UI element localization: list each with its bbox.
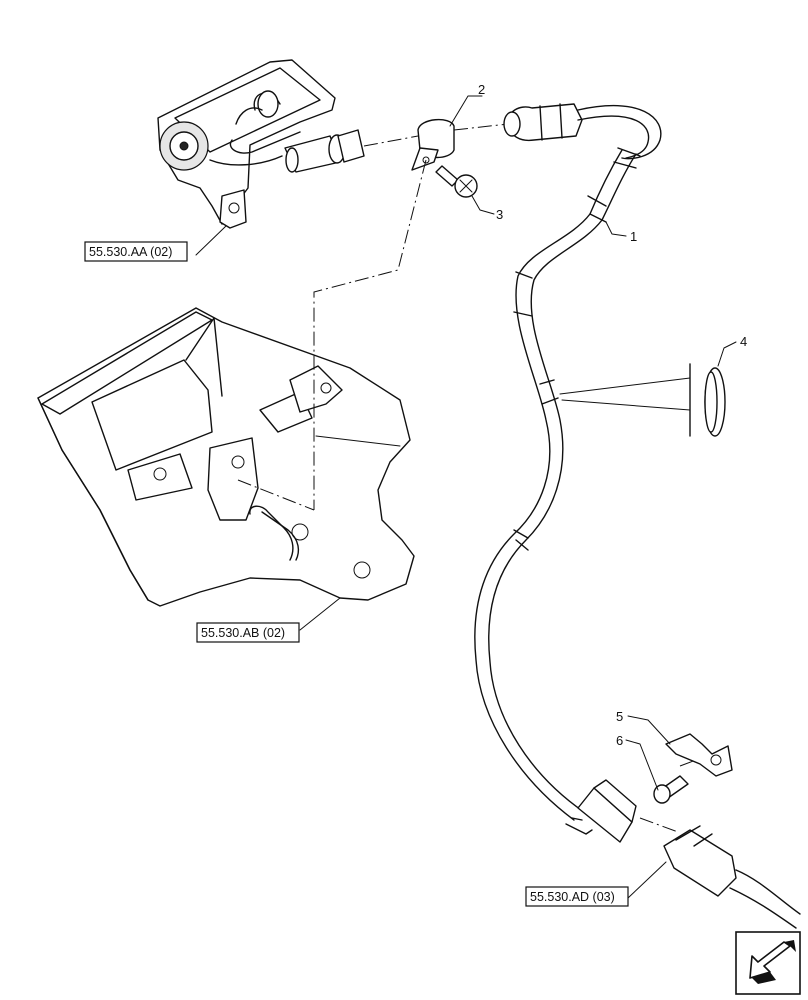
reference-box-aa[interactable]: 55.530.AA (02) <box>84 241 188 262</box>
leader-lines <box>195 95 737 899</box>
callout-6: 6 <box>616 733 623 748</box>
reference-box-ad[interactable]: 55.530.AD (03) <box>525 886 629 907</box>
callout-2: 2 <box>478 82 485 97</box>
clamp-part <box>665 733 733 777</box>
reference-box-ab[interactable]: 55.530.AB (02) <box>196 622 300 643</box>
reference-ad-label: 55.530.AD (03) <box>530 890 615 904</box>
wire-harness <box>474 103 691 843</box>
screw-part <box>435 165 478 198</box>
reference-ab-label: 55.530.AB (02) <box>201 626 285 640</box>
callout-5: 5 <box>616 709 623 724</box>
callout-1: 1 <box>630 229 637 244</box>
retainer-ring-part <box>704 367 726 437</box>
bracket-plate <box>37 307 415 607</box>
callout-4: 4 <box>740 334 747 349</box>
bolt-part <box>653 775 689 804</box>
reference-aa-label: 55.530.AA (02) <box>89 245 172 259</box>
sensor-assembly <box>157 59 365 229</box>
mating-connector <box>663 825 801 929</box>
arrow-down-left-icon[interactable] <box>735 931 801 995</box>
callout-3: 3 <box>496 207 503 222</box>
clip-part <box>411 119 455 171</box>
